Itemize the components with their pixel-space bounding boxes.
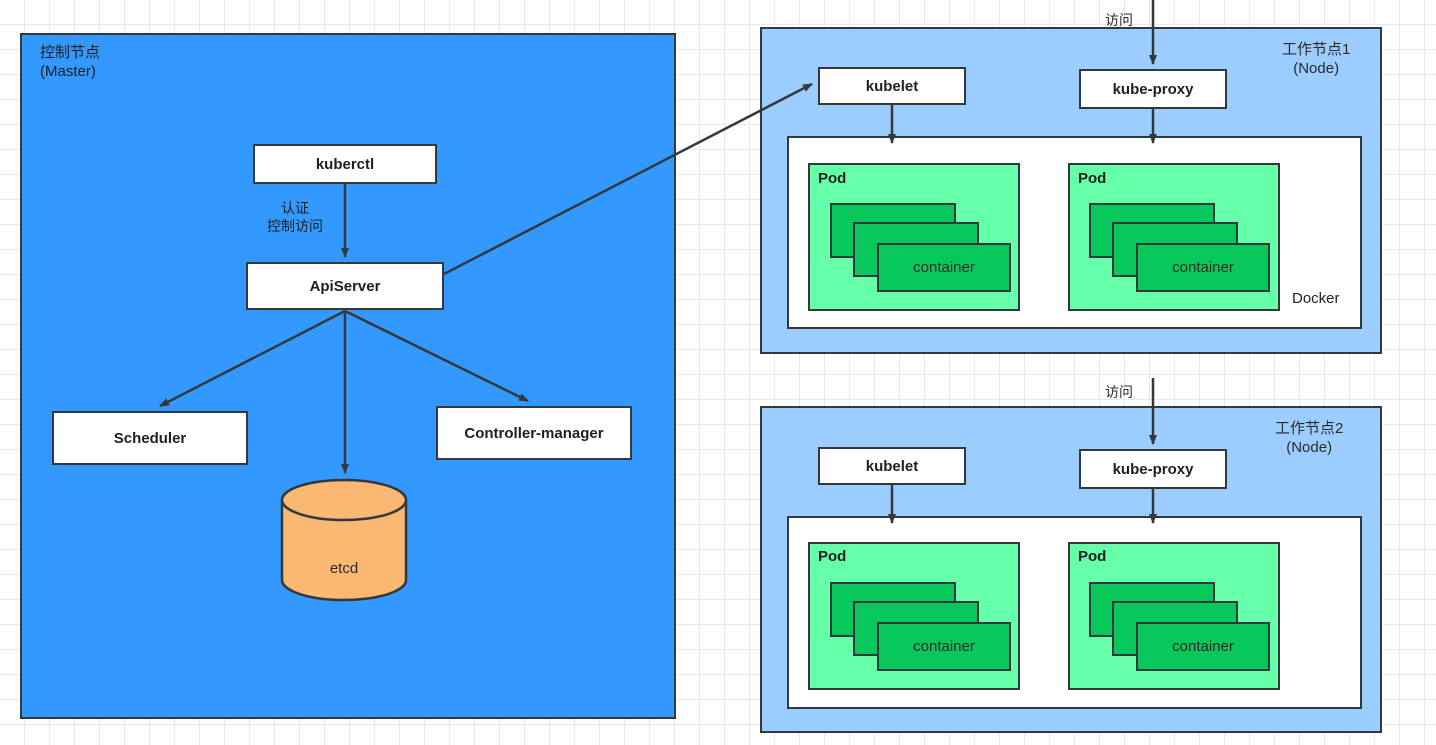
master-node-label-line1: 控制节点	[40, 44, 101, 61]
worker-node-2-kubelet-label: kubelet	[865, 457, 919, 475]
worker-node-2-access-label: 访问	[1094, 383, 1144, 401]
worker-node-1-docker-label: Docker	[1292, 290, 1340, 307]
worker-node-2-label-line2: (Node)	[1286, 438, 1333, 456]
etcd-shape-icon	[280, 478, 408, 602]
worker-node-1-pod-1-container-front[interactable]: container	[877, 243, 1011, 292]
apiserver-label: ApiServer	[309, 277, 381, 295]
scheduler-label: Scheduler	[113, 429, 187, 447]
worker-node-1-pod-1-title: Pod	[818, 170, 847, 187]
worker-node-1-pod-2-title: Pod	[1078, 170, 1107, 187]
worker-node-1-docker-text: Docker	[1292, 290, 1340, 307]
controller-manager-label: Controller-manager	[464, 424, 604, 442]
worker-node-1-pod-2-container-front[interactable]: container	[1136, 243, 1270, 292]
worker-node-1-pod-2-container-label: container	[1172, 259, 1234, 276]
apiserver-box[interactable]: ApiServer	[246, 262, 444, 310]
worker-node-1-label-line2: (Node)	[1293, 59, 1340, 77]
kuberctl-box[interactable]: kuberctl	[253, 144, 437, 184]
worker-node-2-pod-1-container-label: container	[913, 638, 975, 655]
worker-node-2-label: 工作节点2(Node)	[1275, 420, 1343, 458]
worker-node-1-kubelet-box[interactable]: kubelet	[818, 67, 966, 105]
worker-node-1-pod-1-container-label: container	[913, 259, 975, 276]
master-node-label-line2: (Master)	[40, 62, 96, 80]
worker-node-2-access-text: 访问	[1105, 384, 1133, 400]
auth-edge-label-line1: 认证	[281, 200, 309, 216]
worker-node-2-kube-proxy-box[interactable]: kube-proxy	[1079, 449, 1227, 489]
etcd-label: etcd	[329, 560, 359, 577]
worker-node-2-pod-2-container-label: container	[1172, 638, 1234, 655]
worker-node-1-access-label: 访问	[1094, 11, 1144, 29]
worker-node-2-kube-proxy-label: kube-proxy	[1112, 460, 1194, 478]
controller-manager-box[interactable]: Controller-manager	[436, 406, 632, 460]
worker-node-2-pod-1-container-front[interactable]: container	[877, 622, 1011, 671]
worker-node-1-label: 工作节点1(Node)	[1282, 41, 1350, 79]
worker-node-1-kube-proxy-box[interactable]: kube-proxy	[1079, 69, 1227, 109]
master-node-container[interactable]	[20, 33, 676, 719]
worker-node-2-kubelet-box[interactable]: kubelet	[818, 447, 966, 485]
master-node-label: 控制节点(Master)	[40, 44, 100, 82]
worker-node-2-pod-1-title: Pod	[818, 548, 847, 565]
auth-edge-label: 认证控制访问	[255, 199, 335, 235]
kuberctl-label: kuberctl	[315, 155, 375, 173]
worker-node-2-label-line1: 工作节点2	[1275, 420, 1344, 437]
worker-node-1-access-text: 访问	[1105, 12, 1133, 28]
worker-node-1-label-line1: 工作节点1	[1282, 41, 1351, 58]
scheduler-box[interactable]: Scheduler	[52, 411, 248, 465]
worker-node-1-kubelet-label: kubelet	[865, 77, 919, 95]
etcd-cylinder[interactable]: etcd	[280, 478, 408, 602]
worker-node-2-pod-2-container-front[interactable]: container	[1136, 622, 1270, 671]
worker-node-1-kube-proxy-label: kube-proxy	[1112, 80, 1194, 98]
auth-edge-label-line2: 控制访问	[267, 218, 323, 235]
worker-node-2-pod-2-title: Pod	[1078, 548, 1107, 565]
